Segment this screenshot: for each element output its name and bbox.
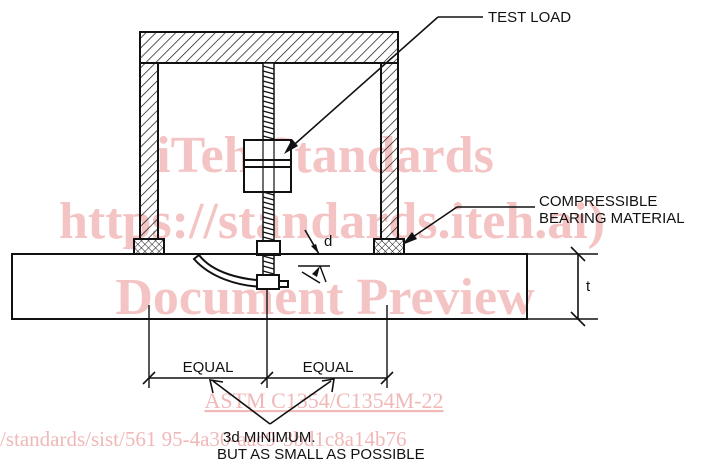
dimension-equal: [142, 289, 394, 388]
frame-top-beam: [139, 31, 399, 64]
minimum-leader-arrows: [208, 378, 335, 425]
watermark-line3: Document Preview: [115, 269, 535, 326]
dimension-t: [527, 246, 598, 327]
rod-nut: [256, 240, 281, 256]
test-load-label: TEST LOAD: [488, 9, 571, 26]
d-label: d: [324, 233, 332, 250]
t-label: t: [586, 278, 591, 295]
min-label-line1: 3d MINIMUM.: [223, 429, 316, 446]
dimension-d: [298, 229, 330, 284]
bearing-pad-right: [373, 238, 405, 255]
equal-left-label: EQUAL: [183, 359, 234, 376]
compressible-label-line2: BEARING MATERIAL: [539, 210, 685, 227]
embedded-insert: [192, 253, 289, 290]
bearing-pad-left: [133, 238, 165, 255]
watermark-url[interactable]: /standards/sist/561 95-4a30-aac9-3bd1c8a…: [0, 427, 407, 451]
concrete-slab: [11, 253, 528, 320]
compressible-label-line1: COMPRESSIBLE: [539, 193, 657, 210]
frame-right-leg: [380, 62, 399, 240]
watermark-line1: iTeh Standards: [156, 127, 494, 184]
load-cell: [243, 139, 292, 193]
test-load-leader: [284, 16, 483, 154]
watermark-standard-link[interactable]: ASTM C1354/C1354M-22: [205, 388, 444, 413]
bearing-material-leader: [402, 206, 535, 245]
equal-right-label: EQUAL: [303, 359, 354, 376]
min-label-line2: BUT AS SMALL AS POSSIBLE: [217, 446, 425, 463]
watermark: iTeh Standards https://standards.iteh.ai…: [0, 127, 605, 451]
frame-left-leg: [139, 62, 159, 240]
